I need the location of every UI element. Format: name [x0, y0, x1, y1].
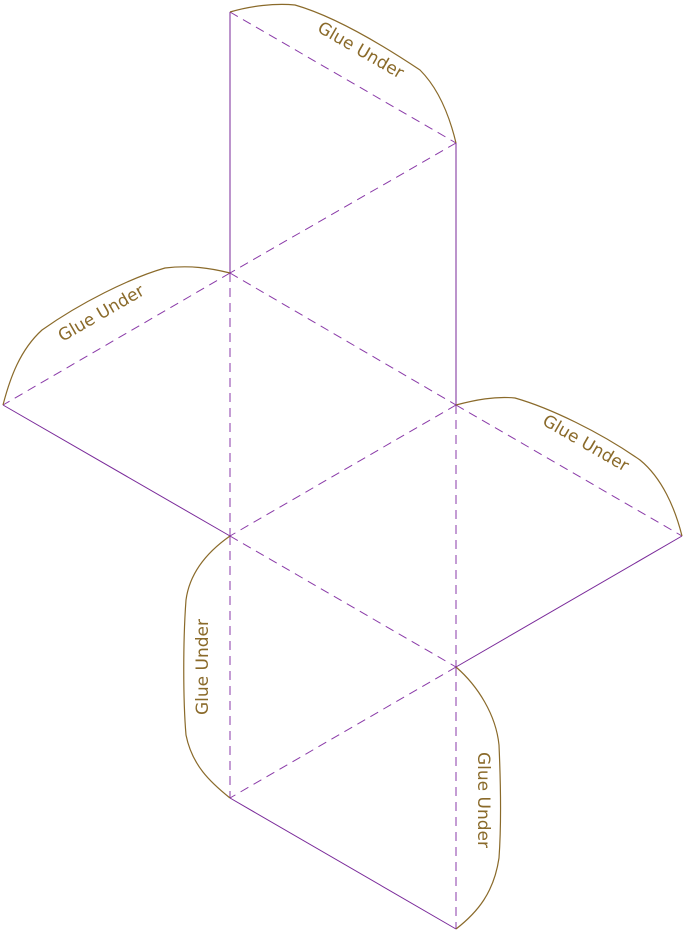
- fold-top-tab-edge: [229, 11, 457, 144]
- glue-tabs: [2, 3, 683, 930]
- glue-tab-lower-left-outline: [183, 535, 231, 799]
- glue-tab-label-lower-right: Glue Under: [473, 752, 493, 848]
- fold-left-tab-edge: [2, 272, 231, 406]
- glue-tab-left-outline: [2, 266, 231, 406]
- fold-upper-diagonal-1: [229, 142, 457, 274]
- cut-lines: [2, 12, 683, 930]
- glue-tab-right-outline: [455, 396, 683, 537]
- cut-edge-right-lower-diagonal: [455, 535, 683, 668]
- fold-middle-diagonal-2: [229, 404, 457, 537]
- glue-tab-label-left: Glue Under: [55, 281, 148, 346]
- glue-tab-labels: Glue Under Glue Under Glue Under Glue Un…: [55, 18, 632, 848]
- glue-tab-lower-right-outline: [455, 666, 502, 930]
- fold-right-tab-edge: [455, 404, 683, 537]
- fold-lower-diagonal-2: [229, 666, 457, 799]
- cut-edge-left-lower-diagonal: [2, 404, 231, 537]
- fold-lines: [2, 11, 683, 929]
- cut-edge-bottom-diagonal: [229, 797, 457, 930]
- fold-middle-diagonal-1: [229, 272, 457, 406]
- glue-tab-top-outline: [229, 3, 457, 144]
- glue-tab-label-right: Glue Under: [539, 411, 632, 476]
- fold-lower-diagonal-1: [229, 535, 457, 668]
- glue-tab-label-lower-left: Glue Under: [193, 619, 213, 715]
- glue-tab-label-top: Glue Under: [314, 18, 407, 83]
